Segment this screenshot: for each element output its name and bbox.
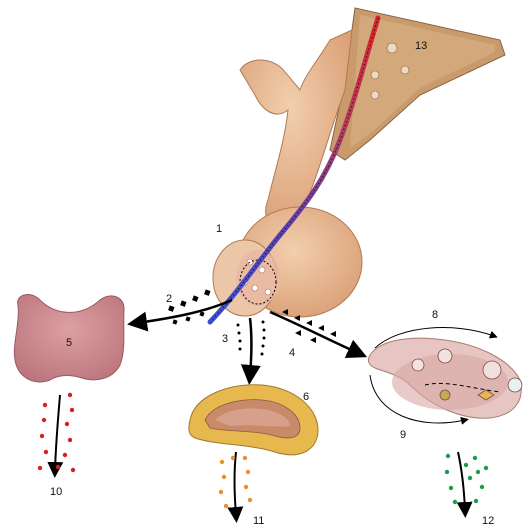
label-4: 4: [289, 347, 295, 359]
label-9: 9: [400, 429, 406, 441]
label-12: 12: [482, 515, 494, 527]
ovary: [368, 338, 522, 418]
label-2: 2: [166, 293, 172, 305]
label-5: 5: [66, 337, 72, 349]
adrenal-secretion: [219, 452, 252, 515]
thyroid-secretion: [38, 393, 75, 472]
label-8: 8: [432, 309, 438, 321]
label-11: 11: [253, 515, 264, 527]
adrenal-gland: [189, 385, 318, 455]
label-6: 6: [303, 391, 309, 403]
label-1: 1: [216, 223, 222, 235]
ovary-secretion: [445, 452, 488, 510]
arrow-to-adrenal: [237, 318, 266, 375]
label-3: 3: [222, 333, 228, 345]
label-13: 13: [415, 40, 427, 52]
label-10: 10: [50, 486, 62, 498]
